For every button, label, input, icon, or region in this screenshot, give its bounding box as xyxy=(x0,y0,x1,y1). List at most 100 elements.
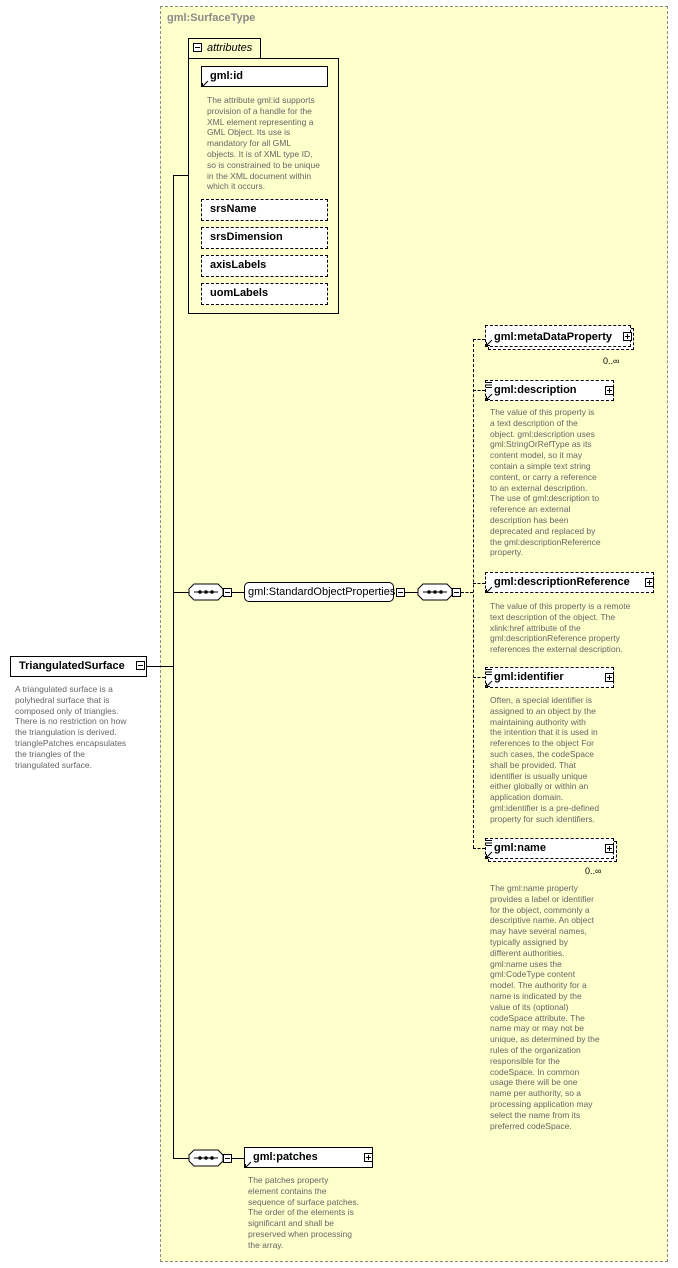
element-patches[interactable]: gml:patches xyxy=(244,1147,373,1168)
root-element-triangulatedsurface[interactable]: TriangulatedSurface xyxy=(10,656,147,677)
element-label: gml:description xyxy=(494,384,577,396)
connector-line xyxy=(173,592,189,593)
expand-icon[interactable] xyxy=(623,332,632,341)
reference-arrow-icon xyxy=(486,393,493,400)
doc-line: gml:CodeType content xyxy=(490,969,576,980)
expand-icon[interactable] xyxy=(605,673,614,682)
expand-icon[interactable] xyxy=(605,386,614,395)
reference-arrow-icon xyxy=(486,680,493,687)
doc-line: polyhedral surface that is xyxy=(15,694,110,705)
doc-line: XML element representing a xyxy=(207,116,314,127)
doc-line: the triangulation is derived. xyxy=(15,727,117,738)
attribute-srsname[interactable]: srsName xyxy=(201,199,328,221)
expand-icon[interactable] xyxy=(364,1153,373,1162)
doc-line: Often, a special identifier is xyxy=(490,695,593,705)
doc-line: a text description of the xyxy=(490,417,578,428)
sequence-compositor-icon[interactable] xyxy=(417,583,453,601)
doc-line: object. gml:description uses xyxy=(490,428,595,439)
doc-line: the intention that it is used in xyxy=(490,727,598,738)
doc-line: sequence of surface patches. xyxy=(248,1196,360,1207)
attribute-label: srsName xyxy=(210,203,257,215)
doc-line: The attribute gml:id supports xyxy=(207,95,315,105)
collapse-icon[interactable] xyxy=(452,588,461,597)
connector-line xyxy=(232,1158,244,1159)
attribute-axislabels[interactable]: axisLabels xyxy=(201,255,328,277)
reference-arrow-icon xyxy=(202,80,209,87)
doc-line: name may or may not be xyxy=(490,1023,585,1034)
doc-line: maintaining authority with xyxy=(490,716,586,727)
attributes-header-label: attributes xyxy=(207,42,253,54)
doc-line: gml:descriptionReference property xyxy=(490,633,620,644)
sequence-compositor-icon[interactable] xyxy=(188,1149,224,1167)
element-identifier[interactable]: gml:identifier xyxy=(485,667,614,688)
simple-content-icon xyxy=(486,840,492,846)
connector-line xyxy=(405,592,418,593)
collapse-icon[interactable] xyxy=(396,588,405,597)
doc-line: There is no restriction on how xyxy=(15,716,127,727)
collapse-icon[interactable] xyxy=(223,1154,232,1163)
doc-line: typically assigned by xyxy=(490,936,568,947)
doc-line: descriptive name. An object xyxy=(490,915,594,926)
group-standardobjectproperties[interactable]: gml:StandardObjectProperties xyxy=(244,582,396,602)
element-metadataproperty[interactable]: gml:metaDataProperty xyxy=(485,325,631,347)
doc-line: gml:identifier is a pre-defined xyxy=(490,802,600,813)
doc-line: property. xyxy=(490,547,523,558)
attribute-srsdimension[interactable]: srsDimension xyxy=(201,227,328,249)
element-label: gml:name xyxy=(494,842,546,854)
reference-arrow-icon xyxy=(486,586,493,593)
doc-line: The gml:name property xyxy=(490,883,578,893)
doc-line: element contains the xyxy=(248,1185,327,1196)
sequence-compositor-icon[interactable] xyxy=(188,583,224,601)
doc-line: usage there will be one xyxy=(490,1077,578,1088)
doc-line: the triangles of the xyxy=(15,748,85,759)
doc-line: application domain. xyxy=(490,792,564,803)
doc-line: assigned to an object by the xyxy=(490,705,596,716)
doc-line: The order of the elements is xyxy=(248,1207,354,1218)
doc-line: A triangulated surface is a xyxy=(15,684,113,694)
doc-line: which it occurs. xyxy=(207,181,266,192)
reference-arrow-icon xyxy=(245,1161,252,1168)
element-label: gml:identifier xyxy=(494,671,564,683)
doc-line: different authorities. xyxy=(490,947,565,958)
collapse-icon[interactable] xyxy=(193,43,202,52)
expand-icon[interactable] xyxy=(645,578,654,587)
doc-line: provides a label or identifier xyxy=(490,893,594,904)
attributes-header[interactable] xyxy=(188,38,261,58)
connector-line xyxy=(473,390,485,391)
doc-line: shall be provided. That xyxy=(490,759,576,770)
element-descriptionreference[interactable]: gml:descriptionReference xyxy=(485,572,654,593)
doc-line: The value of this property is a remote xyxy=(490,601,631,611)
collapse-icon[interactable] xyxy=(223,588,232,597)
expand-icon[interactable] xyxy=(605,844,614,853)
connector-line xyxy=(147,666,173,667)
doc-line: name per authority, so a xyxy=(490,1088,582,1099)
group-label: gml:StandardObjectProperties xyxy=(248,586,396,598)
attribute-uomlabels[interactable]: uomLabels xyxy=(201,283,328,305)
element-description[interactable]: gml:description xyxy=(485,380,614,401)
type-title: gml:SurfaceType xyxy=(167,12,256,24)
doc-line: triangulated surface. xyxy=(15,759,93,770)
connector-line xyxy=(473,848,485,849)
attribute-label: gml:id xyxy=(210,70,243,82)
attribute-label: srsDimension xyxy=(210,231,283,243)
element-label: gml:metaDataProperty xyxy=(494,331,612,343)
doc-line: unique, as determined by the xyxy=(490,1034,600,1045)
attribute-gml-id[interactable]: gml:id xyxy=(201,66,328,87)
element-name[interactable]: gml:name xyxy=(485,838,614,859)
cardinality-label: 0..∞ xyxy=(585,866,602,876)
attribute-label: uomLabels xyxy=(210,287,269,299)
collapse-icon[interactable] xyxy=(136,661,145,670)
doc-line: codeSpace. In common xyxy=(490,1066,580,1077)
connector-line xyxy=(461,592,473,593)
simple-content-icon xyxy=(486,669,492,675)
doc-line: property for such identifiers. xyxy=(490,813,595,824)
doc-line: codeSpace attribute. The xyxy=(490,1012,585,1023)
doc-line: in the XML document within xyxy=(207,170,312,181)
doc-line: The value of this property is xyxy=(490,407,595,417)
doc-line: reference an external xyxy=(490,504,571,515)
doc-line: model. The authority for a xyxy=(490,980,587,991)
doc-line: content model, so it may xyxy=(490,450,583,461)
